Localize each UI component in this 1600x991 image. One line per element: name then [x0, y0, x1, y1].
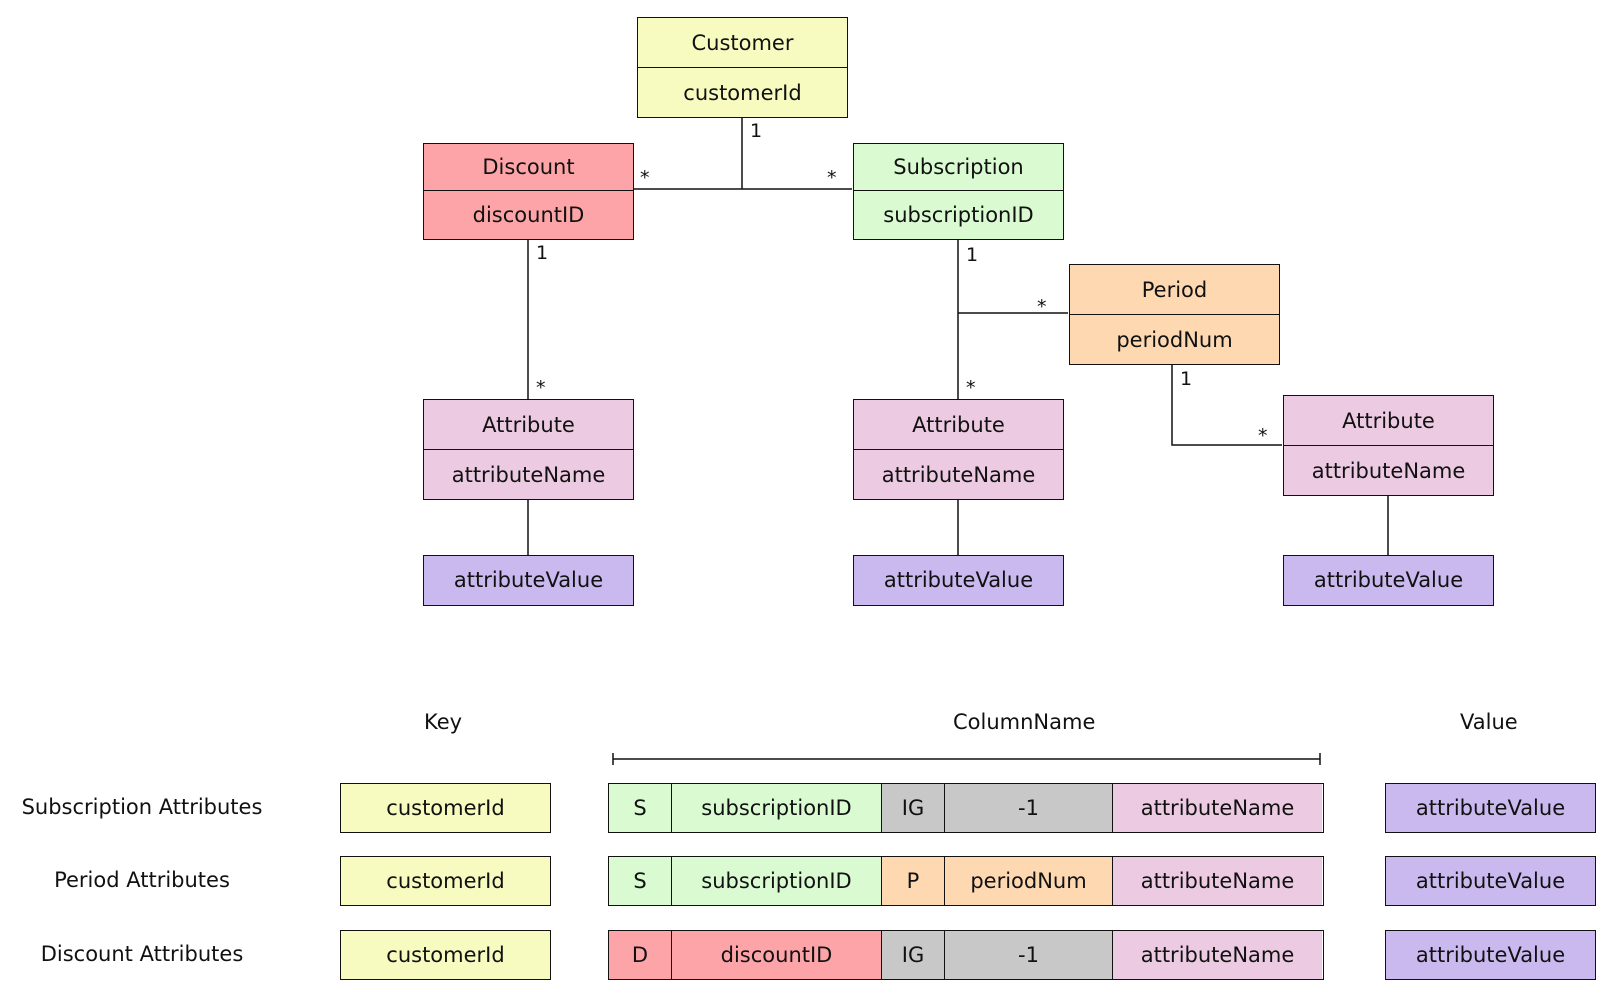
multiplicity-period-one: 1	[1180, 368, 1193, 390]
multiplicity-discount-many: *	[640, 167, 650, 189]
column-segment: subscriptionID	[671, 857, 881, 905]
customer-key: customerId	[683, 80, 802, 105]
subscription-attribute-value: attributeValue	[853, 555, 1064, 606]
subscription-attribute-key: attributeName	[881, 462, 1036, 487]
period-key: periodNum	[1116, 327, 1233, 352]
multiplicity-discount-one: 1	[536, 242, 549, 264]
subscription-name: Subscription	[854, 144, 1063, 191]
column-segment: discountID	[671, 931, 881, 979]
period-attribute-name: Attribute	[1284, 396, 1493, 446]
discount-key: discountID	[472, 203, 585, 227]
subscription-key: subscriptionID	[883, 203, 1034, 227]
discount-entity: Discount discountID	[423, 143, 634, 240]
row-value-cell: attributeValue	[1385, 930, 1596, 980]
period-attribute-value-label: attributeValue	[1313, 568, 1464, 592]
discount-attribute-value-label: attributeValue	[453, 568, 604, 592]
row-value-cell: attributeValue	[1385, 856, 1596, 906]
column-segment: IG	[881, 784, 944, 832]
multiplicity-period-attribute-many: *	[1258, 425, 1268, 447]
column-segment: periodNum	[944, 857, 1112, 905]
column-segment: P	[881, 857, 944, 905]
row-value-cell: attributeValue	[1385, 783, 1596, 833]
period-attribute-value: attributeValue	[1283, 555, 1494, 606]
column-segment: attributeName	[1112, 857, 1322, 905]
period-name: Period	[1070, 265, 1279, 315]
period-entity: Period periodNum	[1069, 264, 1280, 365]
row-key-cell: customerId	[340, 783, 551, 833]
multiplicity-discount-attribute-many: *	[536, 377, 546, 399]
row-key-cell: customerId	[340, 856, 551, 906]
column-segment: S	[609, 857, 671, 905]
period-attribute-entity: Attribute attributeName	[1283, 395, 1494, 496]
discount-attribute-name: Attribute	[424, 400, 633, 450]
row-label: Subscription Attributes	[21, 795, 263, 819]
subscription-entity: Subscription subscriptionID	[853, 143, 1064, 240]
column-segment: attributeName	[1112, 931, 1322, 979]
column-segment: -1	[944, 931, 1112, 979]
customer-name: Customer	[638, 18, 847, 68]
row-label: Discount Attributes	[40, 942, 244, 966]
discount-attribute-entity: Attribute attributeName	[423, 399, 634, 500]
multiplicity-customer-one: 1	[750, 120, 763, 142]
discount-name: Discount	[424, 144, 633, 191]
multiplicity-subscription-many: *	[827, 167, 837, 189]
period-attribute-key: attributeName	[1311, 458, 1466, 483]
row-label: Period Attributes	[54, 868, 230, 892]
value-header: Value	[1460, 710, 1518, 734]
subscription-attribute-value-label: attributeValue	[883, 568, 1034, 592]
column-segment: D	[609, 931, 671, 979]
column-segment: subscriptionID	[671, 784, 881, 832]
period-attribute-connector	[1171, 365, 1282, 446]
multiplicity-subscription-attribute-many: *	[966, 377, 976, 399]
subscription-attribute-name: Attribute	[854, 400, 1063, 450]
column-segment: S	[609, 784, 671, 832]
multiplicity-period-many: *	[1037, 296, 1047, 318]
row-key-cell: customerId	[340, 930, 551, 980]
column-segment: attributeName	[1112, 784, 1322, 832]
column-name-header: ColumnName	[953, 710, 1096, 734]
customer-entity: Customer customerId	[637, 17, 848, 118]
column-segment: IG	[881, 931, 944, 979]
column-segment: -1	[944, 784, 1112, 832]
multiplicity-subscription-one: 1	[966, 244, 979, 266]
key-header: Key	[424, 710, 463, 734]
discount-attribute-key: attributeName	[451, 462, 606, 487]
subscription-attribute-entity: Attribute attributeName	[853, 399, 1064, 500]
discount-attribute-value: attributeValue	[423, 555, 634, 606]
